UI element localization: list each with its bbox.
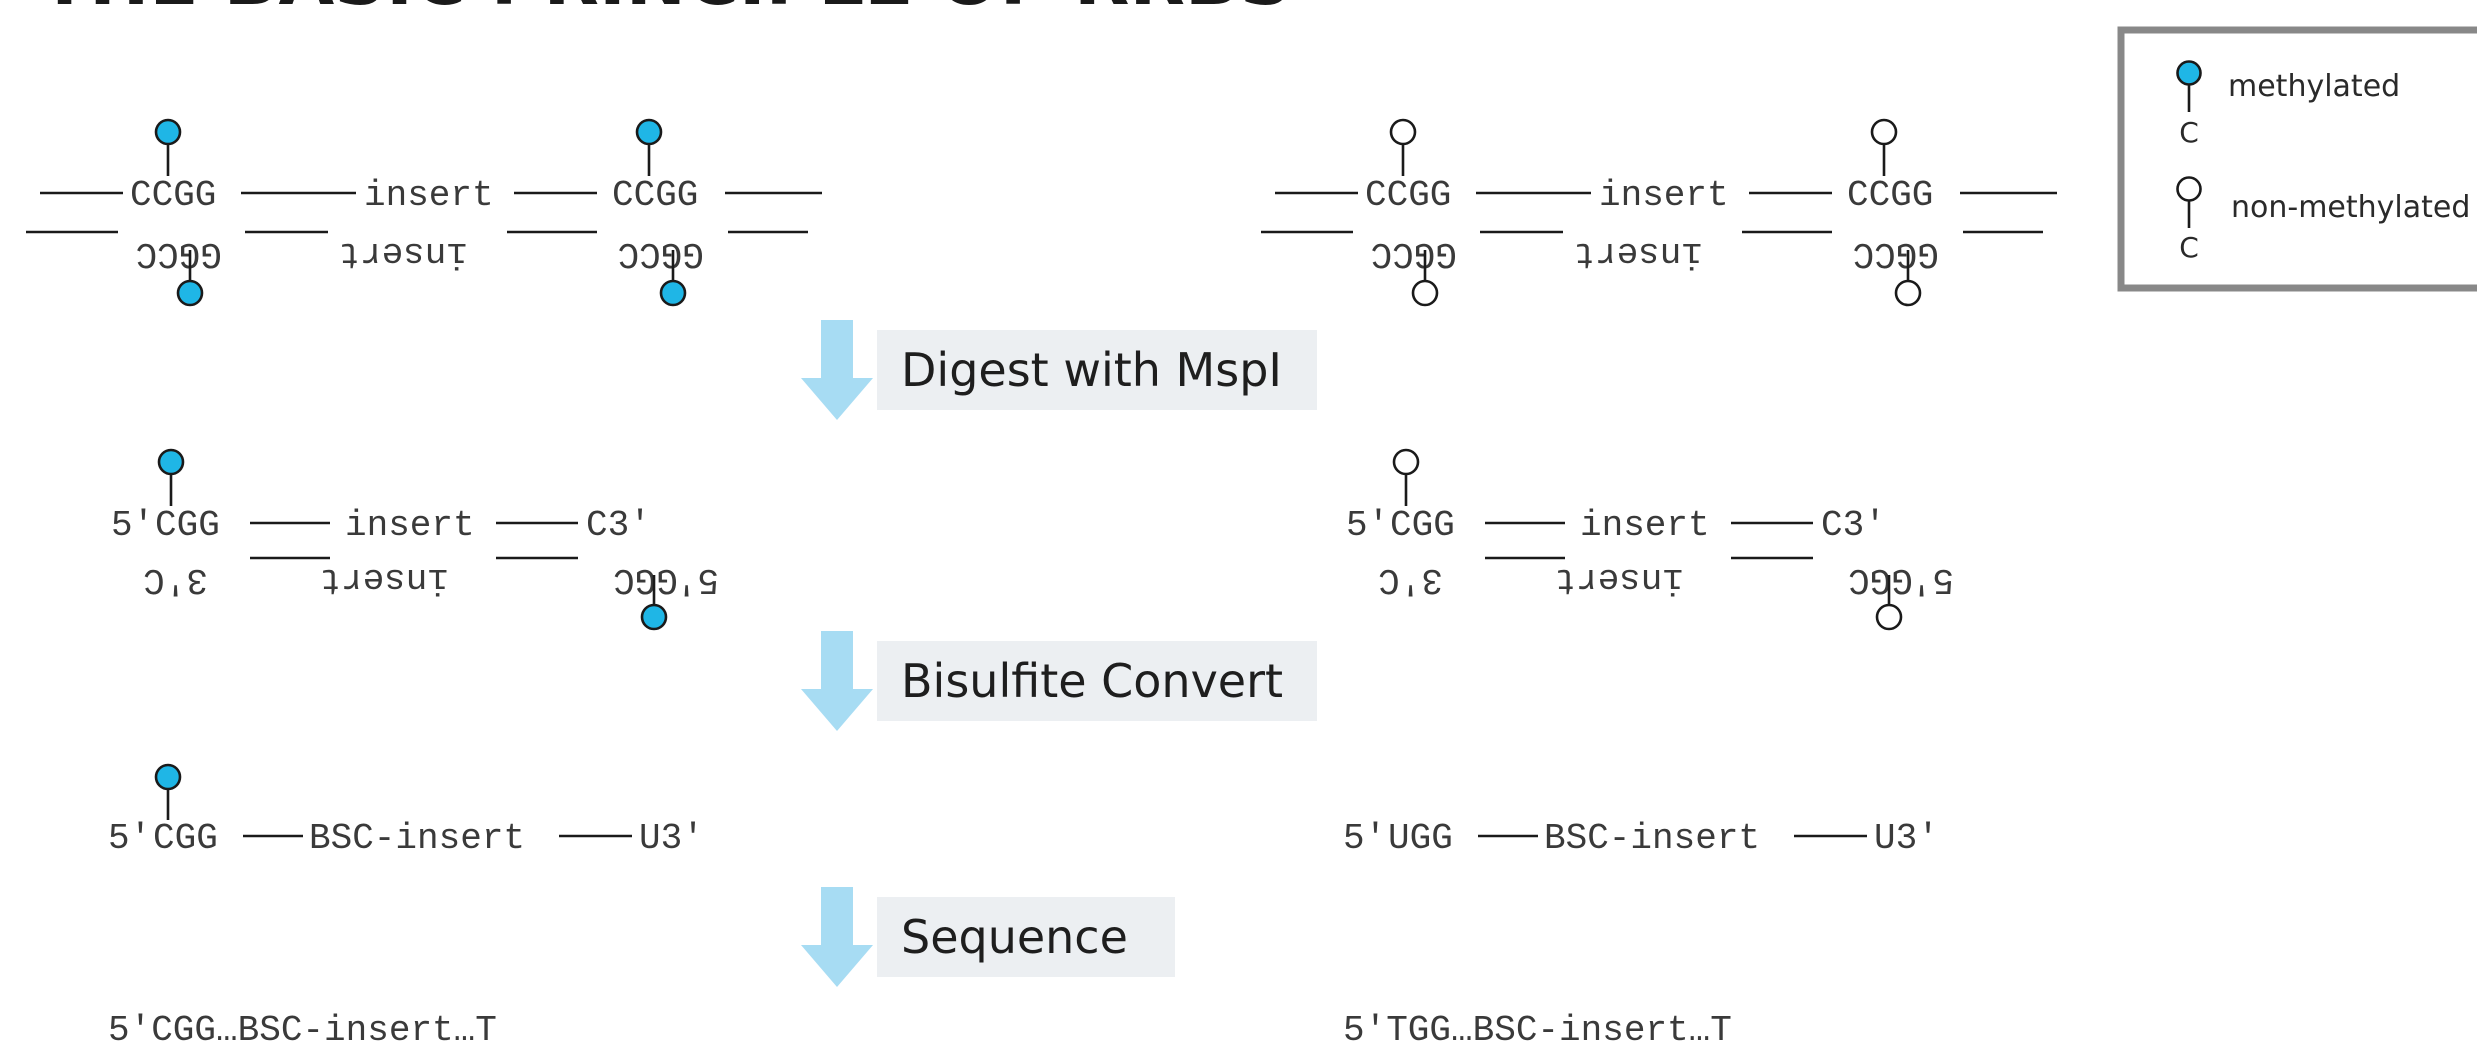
digest-top-site: CGG — [1390, 505, 1455, 546]
bottom-site-right: GGCC — [618, 233, 704, 274]
panel-methylated: CCGG insert CCGG GGCC insert GGCC 5′ — [26, 118, 822, 1050]
digest-top-insert: insert — [1580, 505, 1710, 546]
top-site-right: CCGG — [612, 175, 698, 216]
down-arrow-icon — [801, 887, 873, 987]
top-insert: insert — [1599, 175, 1729, 216]
genomic-duplex: CCGG insert CCGG GGCC insert GGCC — [1261, 118, 2057, 307]
unmethyl-lollipop — [1411, 279, 1439, 307]
bottom-site-left: GGCC — [136, 233, 222, 274]
methyl-lollipop — [154, 763, 182, 791]
bottom-insert: insert — [1573, 233, 1703, 274]
bottom-insert: insert — [338, 233, 468, 274]
methyl-lollipop — [157, 448, 185, 476]
digest-top-end: C3′ — [586, 505, 651, 546]
converted-fragment: 5′ UGG BSC-insert U3′ — [1343, 818, 1939, 859]
methyl-lollipop — [659, 279, 687, 307]
digest-bottom-insert: insert — [319, 559, 449, 600]
unmethyl-lollipop — [1389, 118, 1417, 146]
digest-bottom-site: GGC — [613, 559, 678, 600]
converted-end: U3′ — [639, 818, 704, 859]
down-arrow-icon — [801, 320, 873, 420]
converted-insert: BSC-insert — [1544, 818, 1760, 859]
step-digest-box — [877, 330, 1317, 410]
sequenced-read: 5′TGG…BSC-insert…T — [1343, 1010, 1732, 1050]
converted-fragment: 5′ CGG BSC-insert U3′ — [108, 763, 704, 859]
digest-bottom-end: 3′C — [143, 559, 208, 600]
bottom-site-left: GGCC — [1371, 233, 1457, 274]
converted-site: CGG — [153, 818, 218, 859]
converted-end: U3′ — [1874, 818, 1939, 859]
step-bisulfite-box — [877, 641, 1317, 721]
legend-methylated-label: methylated — [2228, 69, 2400, 104]
digested-fragment: 5′ CGG insert C3′ 3′C insert GGC 5′ — [1346, 448, 1954, 631]
diagram-title: THE BASIC PRINCIPLE OF RRBS — [40, 0, 1292, 21]
bottom-site-right: GGCC — [1853, 233, 1939, 274]
digest-top-prefix: 5′ — [111, 505, 154, 546]
step-sequence-label: Sequence — [901, 910, 1128, 964]
down-arrow-icon — [801, 631, 873, 731]
digest-top-site: CGG — [155, 505, 220, 546]
step-sequence-box — [877, 897, 1175, 977]
step-bisulfite: Bisulfite Convert — [801, 631, 1317, 731]
unmethyl-lollipop — [1875, 603, 1903, 631]
converted-prefix: 5′ — [1343, 818, 1386, 859]
top-site-left: CCGG — [1365, 175, 1451, 216]
genomic-duplex: CCGG insert CCGG GGCC insert GGCC — [26, 118, 822, 307]
digest-bottom-prefix: 5′ — [676, 559, 719, 600]
step-digest-label: Digest with MspI — [901, 343, 1282, 397]
step-bisulfite-label: Bisulfite Convert — [901, 654, 1283, 708]
methyl-lollipop — [154, 118, 182, 146]
legend-unmethylated-label: non-methylated — [2231, 190, 2470, 225]
converted-insert: BSC-insert — [309, 818, 525, 859]
digest-top-insert: insert — [345, 505, 475, 546]
legend-unmethylated-circle — [2176, 176, 2202, 202]
digest-bottom-site: GGC — [1848, 559, 1913, 600]
legend-unmethylated-base: C — [2179, 231, 2199, 264]
unmethyl-lollipop — [1870, 118, 1898, 146]
digest-top-prefix: 5′ — [1346, 505, 1389, 546]
legend-methylated-circle — [2176, 60, 2202, 86]
legend: C methylated C non-methylated — [2117, 26, 2477, 292]
step-digest: Digest with MspI — [801, 320, 1317, 420]
converted-prefix: 5′ — [108, 818, 151, 859]
legend-methylated-base: C — [2179, 116, 2199, 149]
methyl-lollipop — [635, 118, 663, 146]
top-site-left: CCGG — [130, 175, 216, 216]
top-insert: insert — [364, 175, 494, 216]
sequenced-read: 5′CGG…BSC-insert…T — [108, 1010, 497, 1050]
top-site-right: CCGG — [1847, 175, 1933, 216]
step-sequence: Sequence — [801, 887, 1175, 987]
digest-bottom-insert: insert — [1554, 559, 1684, 600]
digest-bottom-end: 3′C — [1378, 559, 1443, 600]
converted-site: UGG — [1388, 818, 1453, 859]
digest-top-end: C3′ — [1821, 505, 1886, 546]
unmethyl-lollipop — [1894, 279, 1922, 307]
digest-bottom-prefix: 5′ — [1911, 559, 1954, 600]
digested-fragment: 5′ CGG insert C3′ 3′C insert GGC 5′ — [111, 448, 719, 631]
unmethyl-lollipop — [1392, 448, 1420, 476]
methyl-lollipop — [640, 603, 668, 631]
panel-unmethylated: CCGG insert CCGG GGCC insert GGCC 5′ CGG — [1261, 118, 2057, 1050]
methyl-lollipop — [176, 279, 204, 307]
